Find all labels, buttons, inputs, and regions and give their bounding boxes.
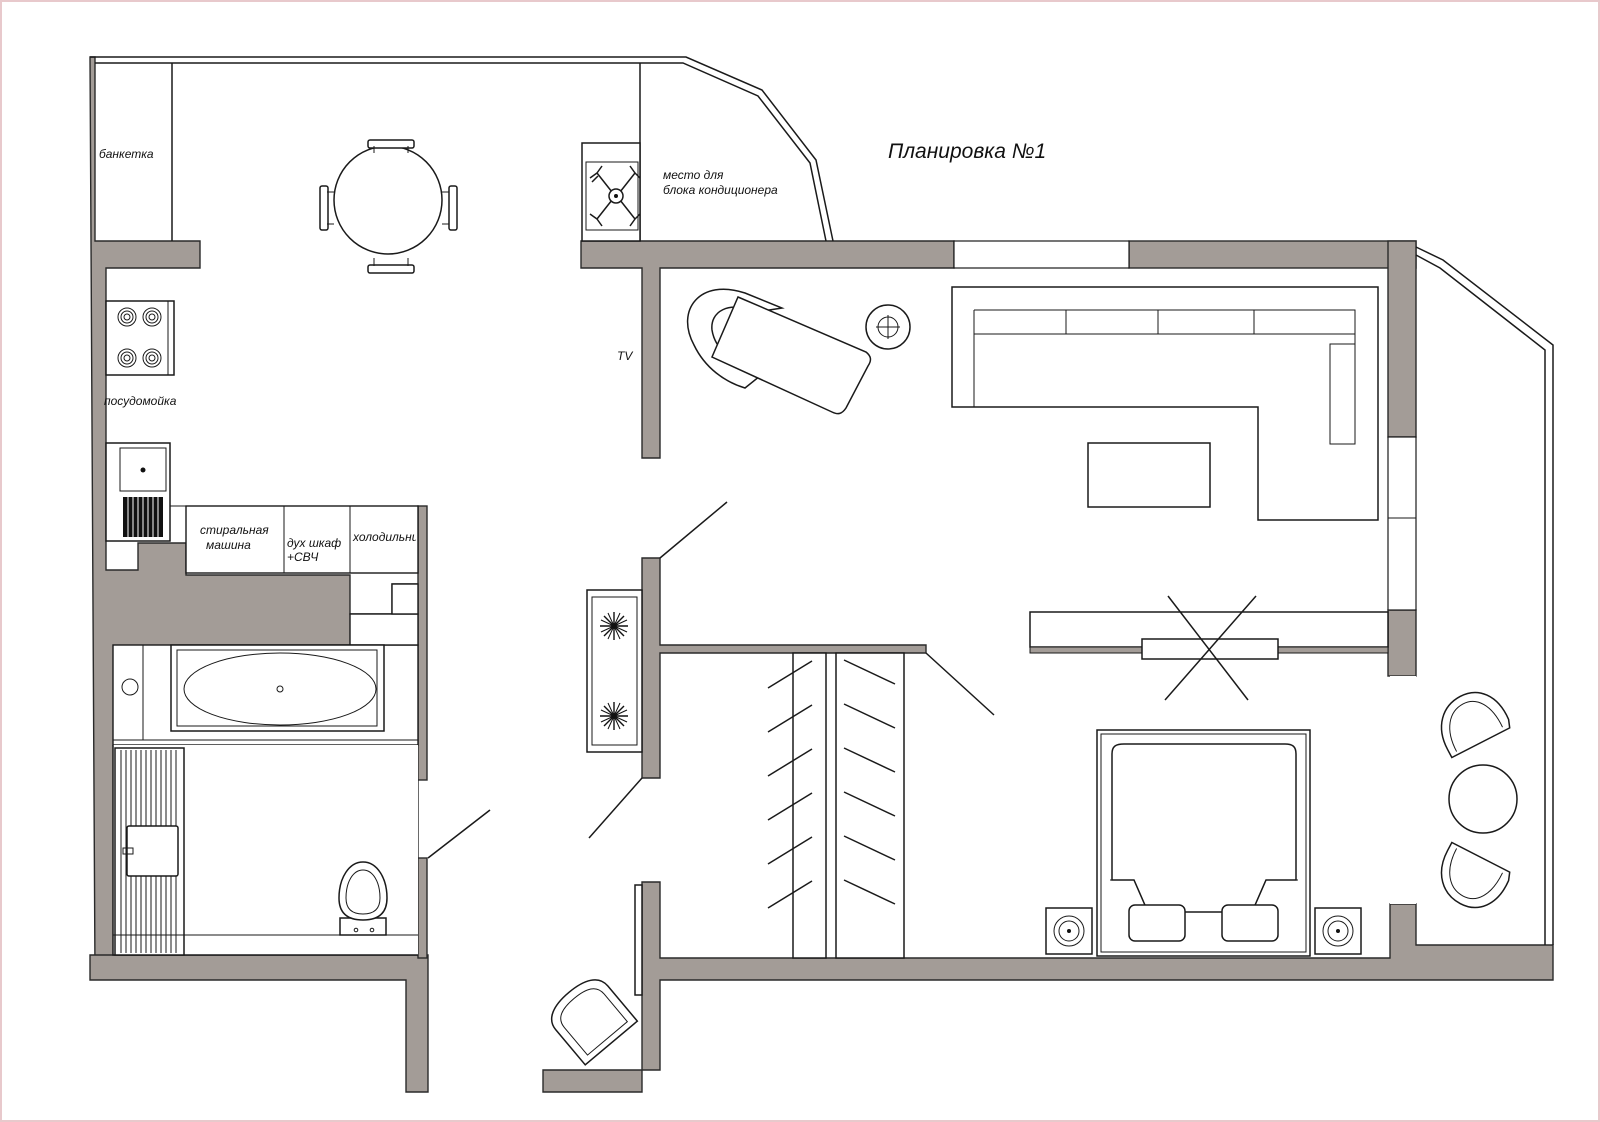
label-conditioner-1: место для xyxy=(663,168,724,182)
label-dukh-2: +СВЧ xyxy=(287,550,319,564)
label-banketka: банкетка xyxy=(99,147,154,161)
living-room xyxy=(686,286,1389,701)
bed xyxy=(1096,729,1311,957)
bath-small-box xyxy=(391,583,419,615)
window-top-living xyxy=(953,240,1130,269)
label-tv: TV xyxy=(617,349,633,363)
dining-table xyxy=(319,139,458,274)
balcony-top-outline-inner xyxy=(95,62,827,242)
window-right-living xyxy=(1387,436,1417,611)
kitchen xyxy=(105,300,351,573)
label-posudomoika: посудомойка xyxy=(104,394,177,408)
stove xyxy=(105,300,175,376)
kitchen-counter-area xyxy=(185,505,419,574)
wall-bottom-left xyxy=(89,954,429,1093)
bath-shelf-top xyxy=(349,613,419,646)
plan-title: Планировка №1 xyxy=(888,140,1046,163)
wall-top-right xyxy=(1128,240,1417,269)
wardrobes xyxy=(767,652,905,959)
pendant-light xyxy=(1164,595,1257,701)
balcony-right-outline-inner xyxy=(1415,254,1546,945)
door-corridor xyxy=(588,777,643,839)
door-bathroom xyxy=(427,809,491,859)
label-stiralnaya-2: машина xyxy=(206,538,251,552)
corner-sofa xyxy=(951,286,1379,521)
shoe-cabinet xyxy=(586,589,643,753)
kitchen-sink xyxy=(105,442,171,542)
wall-bath-right xyxy=(417,505,428,781)
bath-lower-outline xyxy=(112,745,418,956)
label-conditioner-2: блока кондиционера xyxy=(663,183,778,197)
window-bedroom xyxy=(1390,676,1416,904)
door-bedroom xyxy=(925,652,995,716)
labels: Планировка №1 банкетка посудомойка стира… xyxy=(99,140,1046,564)
nightstand-right xyxy=(1314,907,1362,955)
floor-lamp xyxy=(865,304,911,350)
doors xyxy=(427,501,995,859)
label-stiralnaya-1: стиральная xyxy=(200,523,269,537)
label-dukh-1: дух шкаф xyxy=(287,536,341,550)
nightstand-left xyxy=(1045,907,1093,955)
balcony-seating xyxy=(1440,691,1518,909)
ac-unit xyxy=(581,142,641,242)
entrance-chair xyxy=(551,979,639,1066)
wall-right-living-top xyxy=(1387,240,1417,438)
balcony-top-outline xyxy=(90,56,834,242)
label-kholodilnik: холодильник xyxy=(352,530,425,544)
toilet xyxy=(338,861,388,936)
lounge-chair xyxy=(686,288,872,415)
door-living xyxy=(659,501,728,559)
wall-toilet-right xyxy=(417,857,428,959)
balcony-right-outline xyxy=(1415,246,1554,945)
wall-right-living-mid xyxy=(1387,609,1417,677)
coffee-table xyxy=(1087,442,1211,508)
entrance-wall-segment xyxy=(634,884,643,996)
bathroom xyxy=(113,644,418,956)
